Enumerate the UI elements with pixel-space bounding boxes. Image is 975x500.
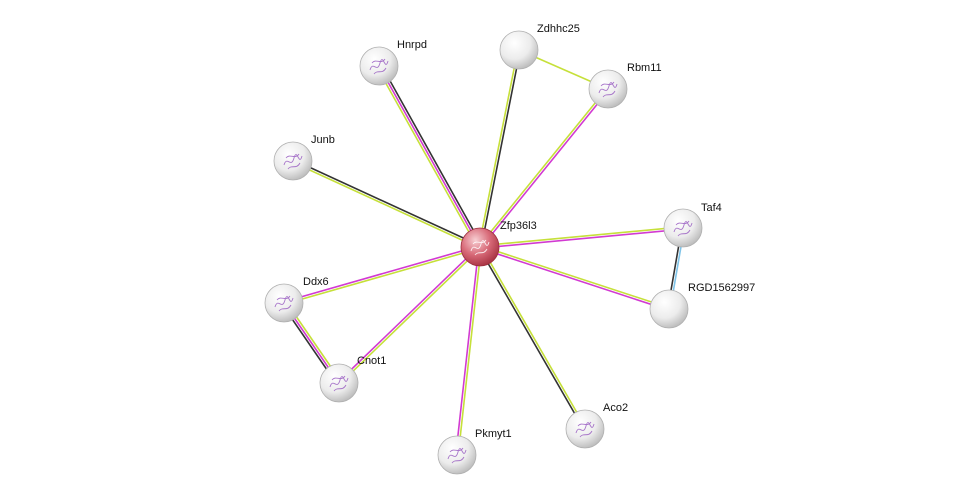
edge-zfp36l3-aco2[interactable] [478, 246, 587, 430]
edge-strand-experiments [455, 246, 480, 455]
edge-zfp36l3-ddx6[interactable] [283, 245, 481, 305]
node-sphere [649, 289, 689, 329]
node-label: Aco2 [603, 402, 628, 414]
edge-strand-experiments [337, 245, 480, 383]
edge-zfp36l3-taf4[interactable] [479, 226, 684, 249]
edge-strand-textmining [339, 247, 482, 385]
nodes-layer: Zfp36l3 Hnrpd Zdhhc25 Rbm11 Junb Taf4 [264, 23, 755, 475]
edge-zfp36l3-rgd1562997[interactable] [479, 245, 670, 311]
edge-strand-textmining [478, 87, 608, 247]
edge-strand-textmining [480, 246, 587, 429]
node-pkmyt1[interactable]: Pkmyt1 [437, 428, 512, 475]
edge-strand-experiments [480, 228, 684, 249]
edge-strand-textmining [478, 49, 519, 247]
structure-trace [598, 81, 618, 98]
edge-strand-textmining [284, 247, 481, 305]
edge-strand-experiments [479, 247, 669, 311]
edge-strand-coexpression [380, 64, 483, 247]
node-label: Ddx6 [303, 276, 329, 288]
edge-zfp36l3-zdhhc25[interactable] [478, 49, 521, 248]
protein-structure-icon [274, 295, 294, 312]
protein-structure-icon [329, 375, 349, 392]
node-label: Zfp36l3 [500, 220, 537, 232]
node-rbm11[interactable]: Rbm11 [588, 62, 662, 109]
edge-strand-textmining [376, 66, 479, 249]
node-aco2[interactable]: Aco2 [565, 402, 628, 449]
node-ddx6[interactable]: Ddx6 [264, 276, 329, 323]
structure-trace [447, 447, 467, 464]
node-rgd1562997[interactable]: RGD1562997 [649, 282, 755, 329]
node-cnot1[interactable]: Cnot1 [319, 355, 386, 403]
node-taf4[interactable]: Taf4 [663, 202, 722, 248]
structure-trace [283, 153, 303, 170]
protein-structure-icon [575, 421, 595, 438]
edge-strand-textmining [292, 161, 480, 249]
node-label: Zdhhc25 [537, 23, 580, 35]
edge-strand-textmining [479, 226, 683, 247]
protein-structure-icon [283, 153, 303, 170]
node-label: Rbm11 [627, 62, 662, 74]
node-zdhhc25[interactable]: Zdhhc25 [499, 23, 580, 70]
node-hnrpd[interactable]: Hnrpd [359, 39, 427, 86]
edge-strand-coexpression [293, 159, 481, 247]
edge-strand-experiments [378, 65, 481, 248]
edge-strand-textmining [480, 245, 670, 309]
edge-zfp36l3-hnrpd[interactable] [376, 64, 483, 249]
edge-zfp36l3-junb[interactable] [292, 159, 481, 249]
node-label: Taf4 [701, 202, 722, 214]
edge-strand-experiments [480, 89, 610, 249]
structure-trace [673, 220, 693, 237]
node-label: Pkmyt1 [475, 428, 512, 440]
edge-strand-coexpression [478, 247, 585, 430]
node-label: RGD1562997 [688, 282, 755, 294]
structure-trace [274, 295, 294, 312]
structure-trace [470, 239, 490, 256]
edge-zfp36l3-pkmyt1[interactable] [455, 246, 482, 456]
structure-trace [369, 58, 389, 75]
edge-strand-textmining [457, 247, 482, 456]
node-label: Hnrpd [397, 39, 427, 51]
protein-structure-icon [673, 220, 693, 237]
structure-trace [329, 375, 349, 392]
node-label: Junb [311, 134, 335, 146]
structure-trace [575, 421, 595, 438]
edge-zfp36l3-rbm11[interactable] [478, 87, 610, 249]
node-sphere [499, 30, 539, 70]
edge-zfp36l3-cnot1[interactable] [337, 245, 482, 385]
protein-structure-icon [447, 447, 467, 464]
protein-structure-icon [369, 58, 389, 75]
node-label: Cnot1 [357, 355, 386, 367]
node-zfp36l3[interactable]: Zfp36l3 [460, 220, 537, 267]
edge-strand-experiments [283, 245, 480, 303]
edge-strand-coexpression [480, 50, 521, 248]
node-junb[interactable]: Junb [273, 134, 335, 181]
protein-structure-icon [470, 239, 490, 256]
protein-structure-icon [598, 81, 618, 98]
